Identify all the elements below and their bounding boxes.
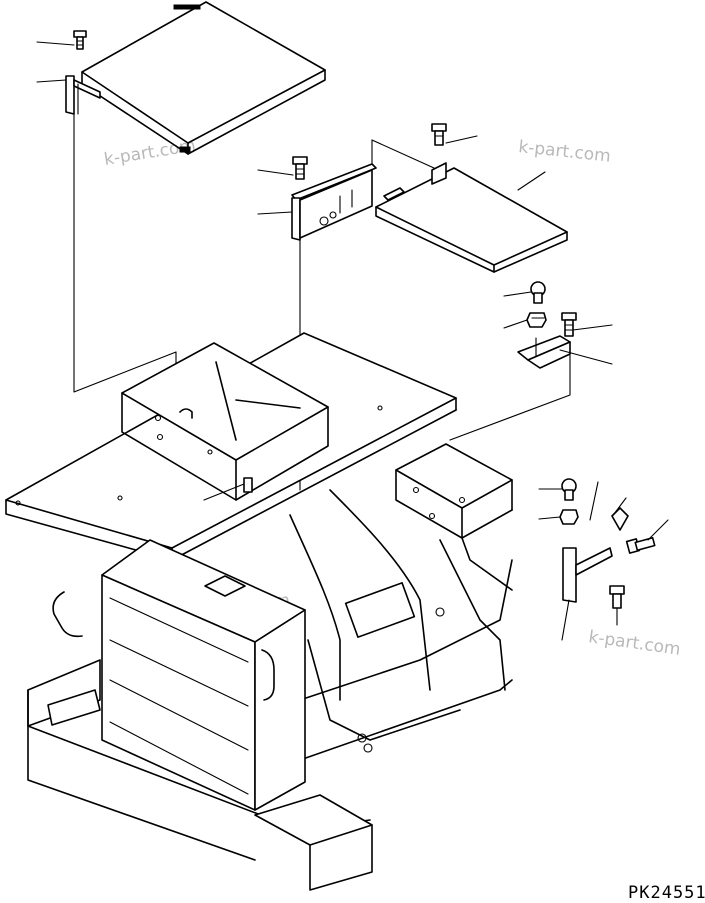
- leader-line: [647, 519, 669, 541]
- watermark-bottom-right: k-part.com: [587, 627, 681, 660]
- leader-line: [449, 353, 571, 441]
- top-right-bolt: [431, 123, 447, 146]
- leader-line: [503, 291, 532, 297]
- right-nut: [526, 312, 547, 328]
- right-angle-bracket: [517, 335, 571, 369]
- leader-line: [203, 483, 245, 501]
- base-frame-rail: [27, 591, 373, 891]
- front-guard-assembly: [101, 539, 306, 811]
- battery-box: [121, 342, 329, 501]
- center-bolt: [292, 156, 308, 180]
- main-frame-structure: [171, 489, 513, 761]
- lower-right-bracket: [561, 547, 613, 641]
- leader-line: [257, 211, 293, 215]
- watermark-top-right: k-part.com: [517, 137, 611, 167]
- leader-line: [36, 41, 75, 46]
- watermark-top-left: k-part.com: [103, 136, 198, 170]
- lower-right-nut: [559, 509, 579, 525]
- top-left-cover-plate: [81, 1, 326, 155]
- top-left-bolt: [73, 30, 87, 50]
- leader-line: [538, 516, 561, 520]
- top-right-cover-plate: [371, 139, 568, 273]
- lower-right-clip: [589, 481, 629, 531]
- drawing-code-label: PK24551: [628, 883, 705, 903]
- leader-line: [445, 135, 478, 144]
- lower-right-knob-cap: [561, 478, 577, 501]
- leader-line: [257, 169, 294, 176]
- leader-line: [517, 171, 546, 191]
- right-bolt: [561, 312, 577, 337]
- leader-line: [503, 319, 528, 329]
- leader-line: [559, 349, 613, 365]
- lower-right-pin-bolt: [625, 537, 656, 554]
- lower-right-bottom-bolt: [609, 585, 625, 609]
- leader-line: [572, 324, 613, 331]
- right-platform: [395, 443, 513, 539]
- right-knob-cap: [530, 281, 546, 304]
- leader-line: [36, 79, 67, 83]
- center-mounting-bracket: [291, 139, 377, 241]
